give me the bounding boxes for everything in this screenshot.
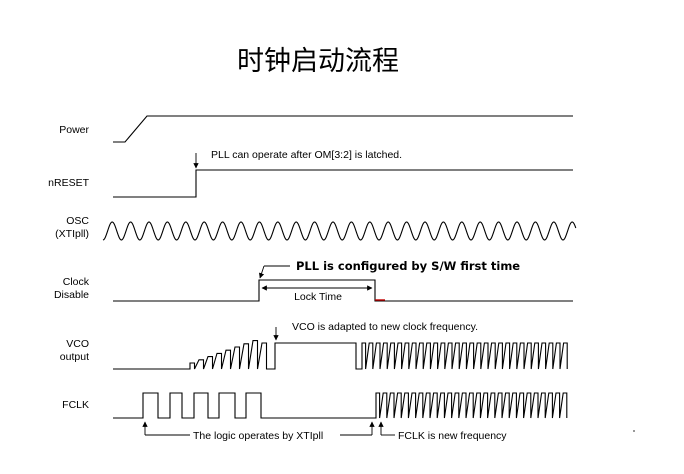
clock-disable-waveform [113, 279, 573, 302]
label-vco: VCO [66, 338, 89, 350]
annotation-logic-xtipll: The logic operates by XTIpll [193, 430, 323, 442]
label-osc-xtipll: (XTIpll) [55, 228, 89, 240]
pll-configured-arrow [258, 265, 265, 279]
nreset-waveform [113, 169, 573, 198]
osc-waveform [102, 221, 577, 241]
label-fclk: FCLK [62, 399, 89, 411]
vco-output-waveform [113, 340, 568, 370]
annotation-pll-latch: PLL can operate after OM[3:2] is latched… [211, 149, 402, 161]
label-nreset: nRESET [48, 177, 89, 189]
annotation-vco-adapted: VCO is adapted to new clock frequency. [292, 321, 478, 333]
lock-time-label: Lock Time [294, 291, 342, 303]
diagram-title: 时钟启动流程 [237, 46, 399, 77]
power-waveform [113, 115, 573, 143]
annotation-pll-configured: PLL is configured by S/W first time [296, 259, 520, 273]
label-vco-output: output [60, 351, 89, 363]
annotation-fclk-new: FCLK is new frequency [398, 430, 507, 442]
label-clock: Clock [63, 276, 90, 288]
label-clock-disable: Disable [54, 289, 89, 301]
label-osc: OSC [66, 215, 89, 227]
fclk-waveform [113, 392, 568, 419]
label-power: Power [59, 124, 89, 136]
